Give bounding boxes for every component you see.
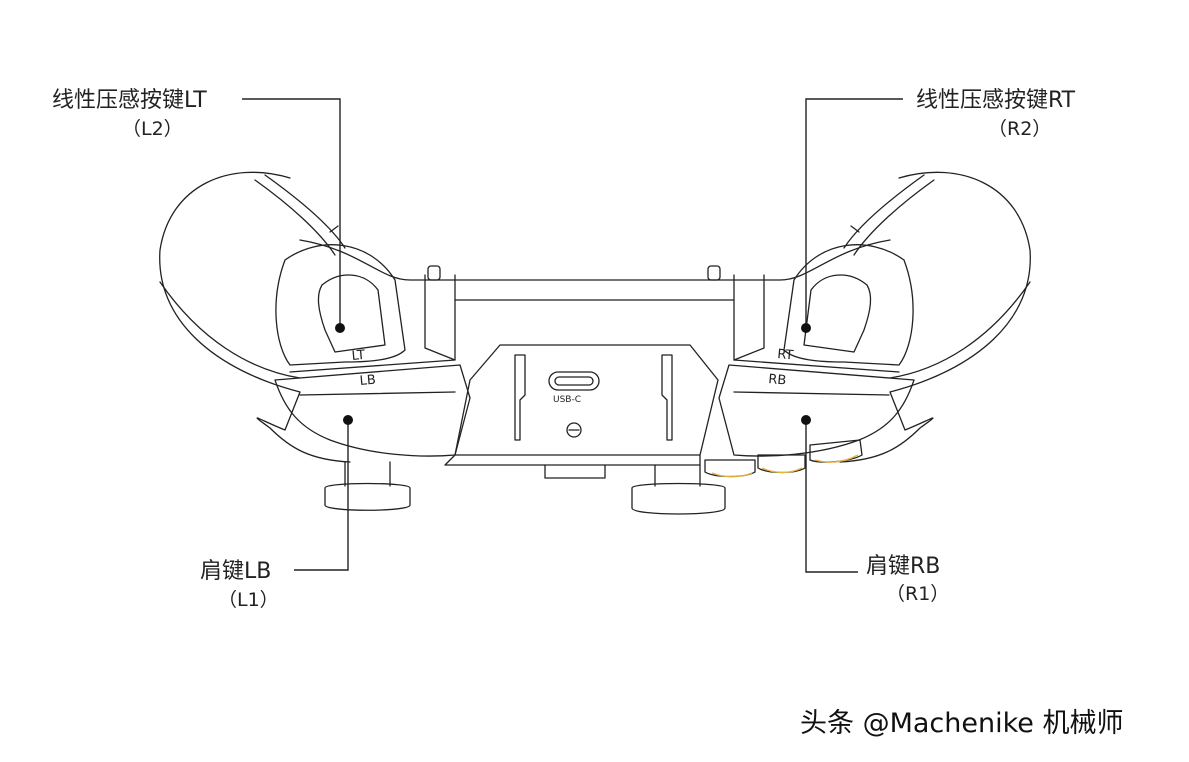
lb-callout-dot — [343, 415, 353, 425]
lt-callout-sub: （L2） — [122, 118, 183, 140]
lb-callout-title: 肩键LB — [200, 559, 272, 584]
left-grip — [159, 171, 351, 463]
marking-rt: RT — [777, 347, 794, 363]
marking-rb: RB — [768, 372, 787, 389]
right-thumbstick — [631, 482, 726, 515]
rt-leader-line — [805, 98, 903, 328]
rt-trigger — [783, 244, 914, 366]
watermark: 头条 @Machenike 机械师 — [800, 708, 1124, 739]
rb-callout-title: 肩键RB — [866, 554, 941, 579]
rt-callout-dot — [801, 323, 811, 333]
right-grip — [839, 171, 1031, 463]
marking-usb: USB-C — [553, 395, 581, 405]
center-screw — [566, 422, 582, 438]
lb-bumper — [274, 364, 471, 457]
left-thumbstick — [324, 482, 411, 511]
lt-leader-line — [242, 98, 341, 328]
lb-callout-sub: （L1） — [218, 589, 279, 611]
lb-leader-line — [294, 420, 349, 571]
lt-callout-dot — [335, 323, 345, 333]
usb-c-port — [548, 371, 600, 391]
right-grip-inner — [889, 281, 1031, 379]
usb-housing — [454, 344, 719, 456]
rb-leader-line — [805, 420, 858, 573]
rb-callout-sub: （R1） — [886, 583, 950, 605]
lt-callout-title: 线性压感按键LT — [52, 88, 207, 113]
rt-callout-title: 线性压感按键RT — [916, 88, 1076, 113]
left-grip-inner — [159, 281, 301, 379]
marking-lt: LT — [351, 348, 366, 364]
rb-bumper — [718, 364, 915, 457]
rt-callout-sub: （R2） — [988, 118, 1052, 140]
rb-callout-dot — [801, 415, 811, 425]
marking-lb: LB — [359, 373, 376, 389]
